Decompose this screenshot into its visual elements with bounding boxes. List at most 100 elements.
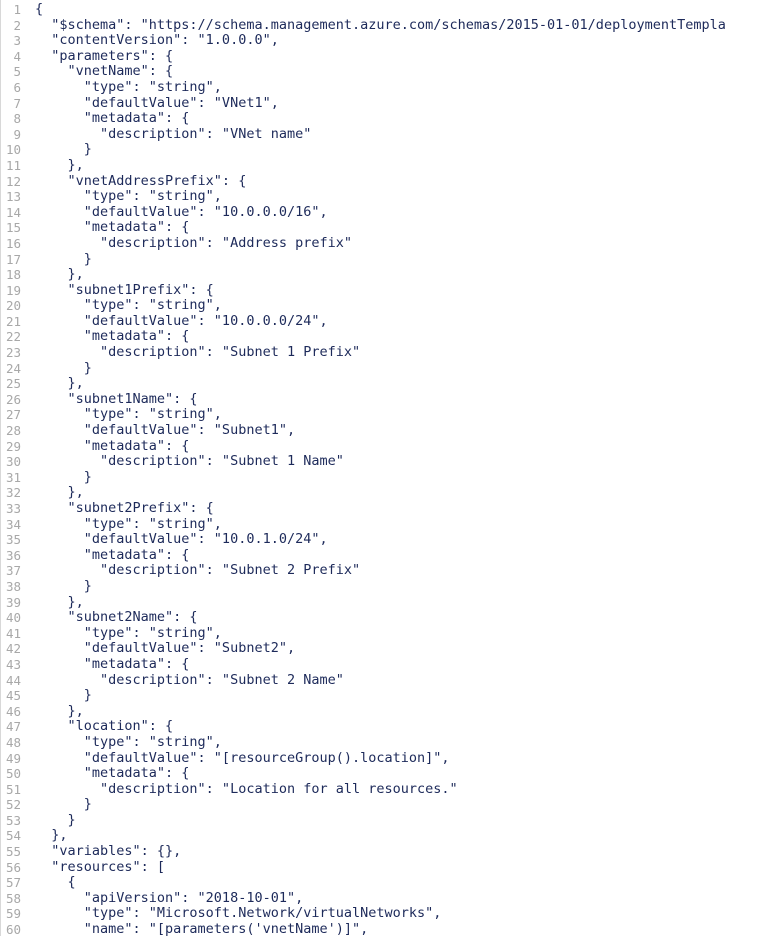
line-text[interactable]: "defaultValue": "10.0.0.0/24", (35, 313, 328, 329)
code-line[interactable]: 29 "metadata": { (1, 439, 770, 455)
code-line[interactable]: 3 "contentVersion": "1.0.0.0", (1, 33, 770, 49)
code-line[interactable]: 38 } (1, 579, 770, 595)
line-text[interactable]: "metadata": { (35, 547, 190, 563)
code-line[interactable]: 31 } (1, 470, 770, 486)
code-line[interactable]: 59 "type": "Microsoft.Network/virtualNet… (1, 906, 770, 922)
line-text[interactable]: "type": "string", (35, 79, 222, 95)
code-line[interactable]: 40 "subnet2Name": { (1, 610, 770, 626)
line-text[interactable]: } (35, 360, 92, 376)
code-line[interactable]: 12 "vnetAddressPrefix": { (1, 174, 770, 190)
code-line[interactable]: 6 "type": "string", (1, 80, 770, 96)
code-line[interactable]: 10 } (1, 142, 770, 158)
code-line[interactable]: 42 "defaultValue": "Subnet2", (1, 641, 770, 657)
line-text[interactable]: "vnetName": { (35, 64, 174, 80)
line-text[interactable]: "type": "string", (35, 516, 222, 532)
code-line[interactable]: 23 "description": "Subnet 1 Prefix" (1, 345, 770, 361)
code-line[interactable]: 5 "vnetName": { (1, 64, 770, 80)
line-text[interactable]: "type": "string", (35, 734, 222, 750)
line-text[interactable]: }, (35, 157, 84, 173)
line-text[interactable]: "description": "Subnet 2 Prefix" (35, 563, 361, 579)
line-text[interactable]: "subnet1Prefix": { (35, 282, 214, 298)
code-line[interactable]: 25 }, (1, 376, 770, 392)
line-text[interactable]: "apiVersion": "2018-10-01", (35, 890, 304, 906)
line-text[interactable]: }, (35, 828, 68, 844)
code-line[interactable]: 55 "variables": {}, (1, 844, 770, 860)
line-text[interactable]: "resources": [ (35, 859, 166, 875)
line-text[interactable]: "defaultValue": "[resourceGroup().locati… (35, 750, 450, 766)
line-text[interactable]: "metadata": { (35, 656, 190, 672)
line-text[interactable]: } (35, 469, 92, 485)
code-line[interactable]: 45 } (1, 688, 770, 704)
code-line[interactable]: 13 "type": "string", (1, 189, 770, 205)
line-text[interactable]: }, (35, 703, 84, 719)
code-line[interactable]: 30 "description": "Subnet 1 Name" (1, 454, 770, 470)
code-line[interactable]: 49 "defaultValue": "[resourceGroup().loc… (1, 751, 770, 767)
code-line[interactable]: 52 } (1, 797, 770, 813)
line-text[interactable]: "type": "Microsoft.Network/virtualNetwor… (35, 906, 442, 922)
line-text[interactable]: } (35, 578, 92, 594)
code-line[interactable]: 4 "parameters": { (1, 49, 770, 65)
code-line[interactable]: 11 }, (1, 158, 770, 174)
code-line[interactable]: 21 "defaultValue": "10.0.0.0/24", (1, 314, 770, 330)
line-text[interactable]: "$schema": "https://schema.management.az… (35, 17, 726, 33)
line-text[interactable]: "defaultValue": "10.0.0.0/16", (35, 204, 328, 220)
code-line[interactable]: 46 }, (1, 704, 770, 720)
line-text[interactable]: "defaultValue": "Subnet2", (35, 641, 296, 657)
code-line[interactable]: 32 }, (1, 485, 770, 501)
code-line[interactable]: 34 "type": "string", (1, 517, 770, 533)
code-line[interactable]: 51 "description": "Location for all reso… (1, 782, 770, 798)
line-text[interactable]: "defaultValue": "10.0.1.0/24", (35, 532, 328, 548)
line-text[interactable]: "type": "string", (35, 298, 222, 314)
line-text[interactable]: "metadata": { (35, 766, 190, 782)
code-line[interactable]: 56 "resources": [ (1, 860, 770, 876)
code-line[interactable]: 14 "defaultValue": "10.0.0.0/16", (1, 205, 770, 221)
line-text[interactable]: "description": "Location for all resourc… (35, 781, 458, 797)
line-text[interactable]: } (35, 797, 92, 813)
line-text[interactable]: "location": { (35, 719, 174, 735)
code-line[interactable]: 8 "metadata": { (1, 111, 770, 127)
code-line[interactable]: 48 "type": "string", (1, 735, 770, 751)
line-text[interactable]: "description": "Subnet 1 Name" (35, 454, 344, 470)
code-line[interactable]: 44 "description": "Subnet 2 Name" (1, 673, 770, 689)
line-text[interactable]: "metadata": { (35, 220, 190, 236)
code-line[interactable]: 17 } (1, 252, 770, 268)
code-line[interactable]: 58 "apiVersion": "2018-10-01", (1, 891, 770, 907)
line-text[interactable]: "defaultValue": "VNet1", (35, 95, 279, 111)
line-text[interactable]: { (35, 875, 76, 891)
line-text[interactable]: } (35, 142, 92, 158)
code-line[interactable]: 36 "metadata": { (1, 548, 770, 564)
line-text[interactable]: "defaultValue": "Subnet1", (35, 423, 296, 439)
code-line[interactable]: 15 "metadata": { (1, 220, 770, 236)
code-line[interactable]: 18 }, (1, 267, 770, 283)
code-line[interactable]: 7 "defaultValue": "VNet1", (1, 96, 770, 112)
code-line[interactable]: 22 "metadata": { (1, 329, 770, 345)
code-line[interactable]: 53 } (1, 813, 770, 829)
line-text[interactable]: }, (35, 376, 84, 392)
code-line[interactable]: 41 "type": "string", (1, 626, 770, 642)
line-text[interactable]: "metadata": { (35, 438, 190, 454)
line-text[interactable]: } (35, 688, 92, 704)
code-line[interactable]: 2 "$schema": "https://schema.management.… (1, 18, 770, 34)
code-line[interactable]: 20 "type": "string", (1, 298, 770, 314)
line-text[interactable]: "vnetAddressPrefix": { (35, 173, 247, 189)
line-text[interactable]: "subnet2Name": { (35, 610, 198, 626)
line-text[interactable]: }, (35, 594, 84, 610)
line-text[interactable]: } (35, 812, 76, 828)
line-text[interactable]: "type": "string", (35, 625, 222, 641)
line-text[interactable]: { (35, 2, 44, 17)
code-line[interactable]: 39 }, (1, 595, 770, 611)
line-text[interactable]: "description": "Subnet 1 Prefix" (35, 345, 361, 361)
code-line[interactable]: 50 "metadata": { (1, 766, 770, 782)
code-line[interactable]: 47 "location": { (1, 719, 770, 735)
code-line[interactable]: 57 { (1, 875, 770, 891)
line-text[interactable]: } (35, 251, 92, 267)
code-line[interactable]: 9 "description": "VNet name" (1, 127, 770, 143)
line-text[interactable]: "parameters": { (35, 48, 174, 64)
code-line[interactable]: 28 "defaultValue": "Subnet1", (1, 423, 770, 439)
code-line[interactable]: 43 "metadata": { (1, 657, 770, 673)
code-line[interactable]: 16 "description": "Address prefix" (1, 236, 770, 252)
code-line[interactable]: 24 } (1, 361, 770, 377)
code-line[interactable]: 19 "subnet1Prefix": { (1, 283, 770, 299)
